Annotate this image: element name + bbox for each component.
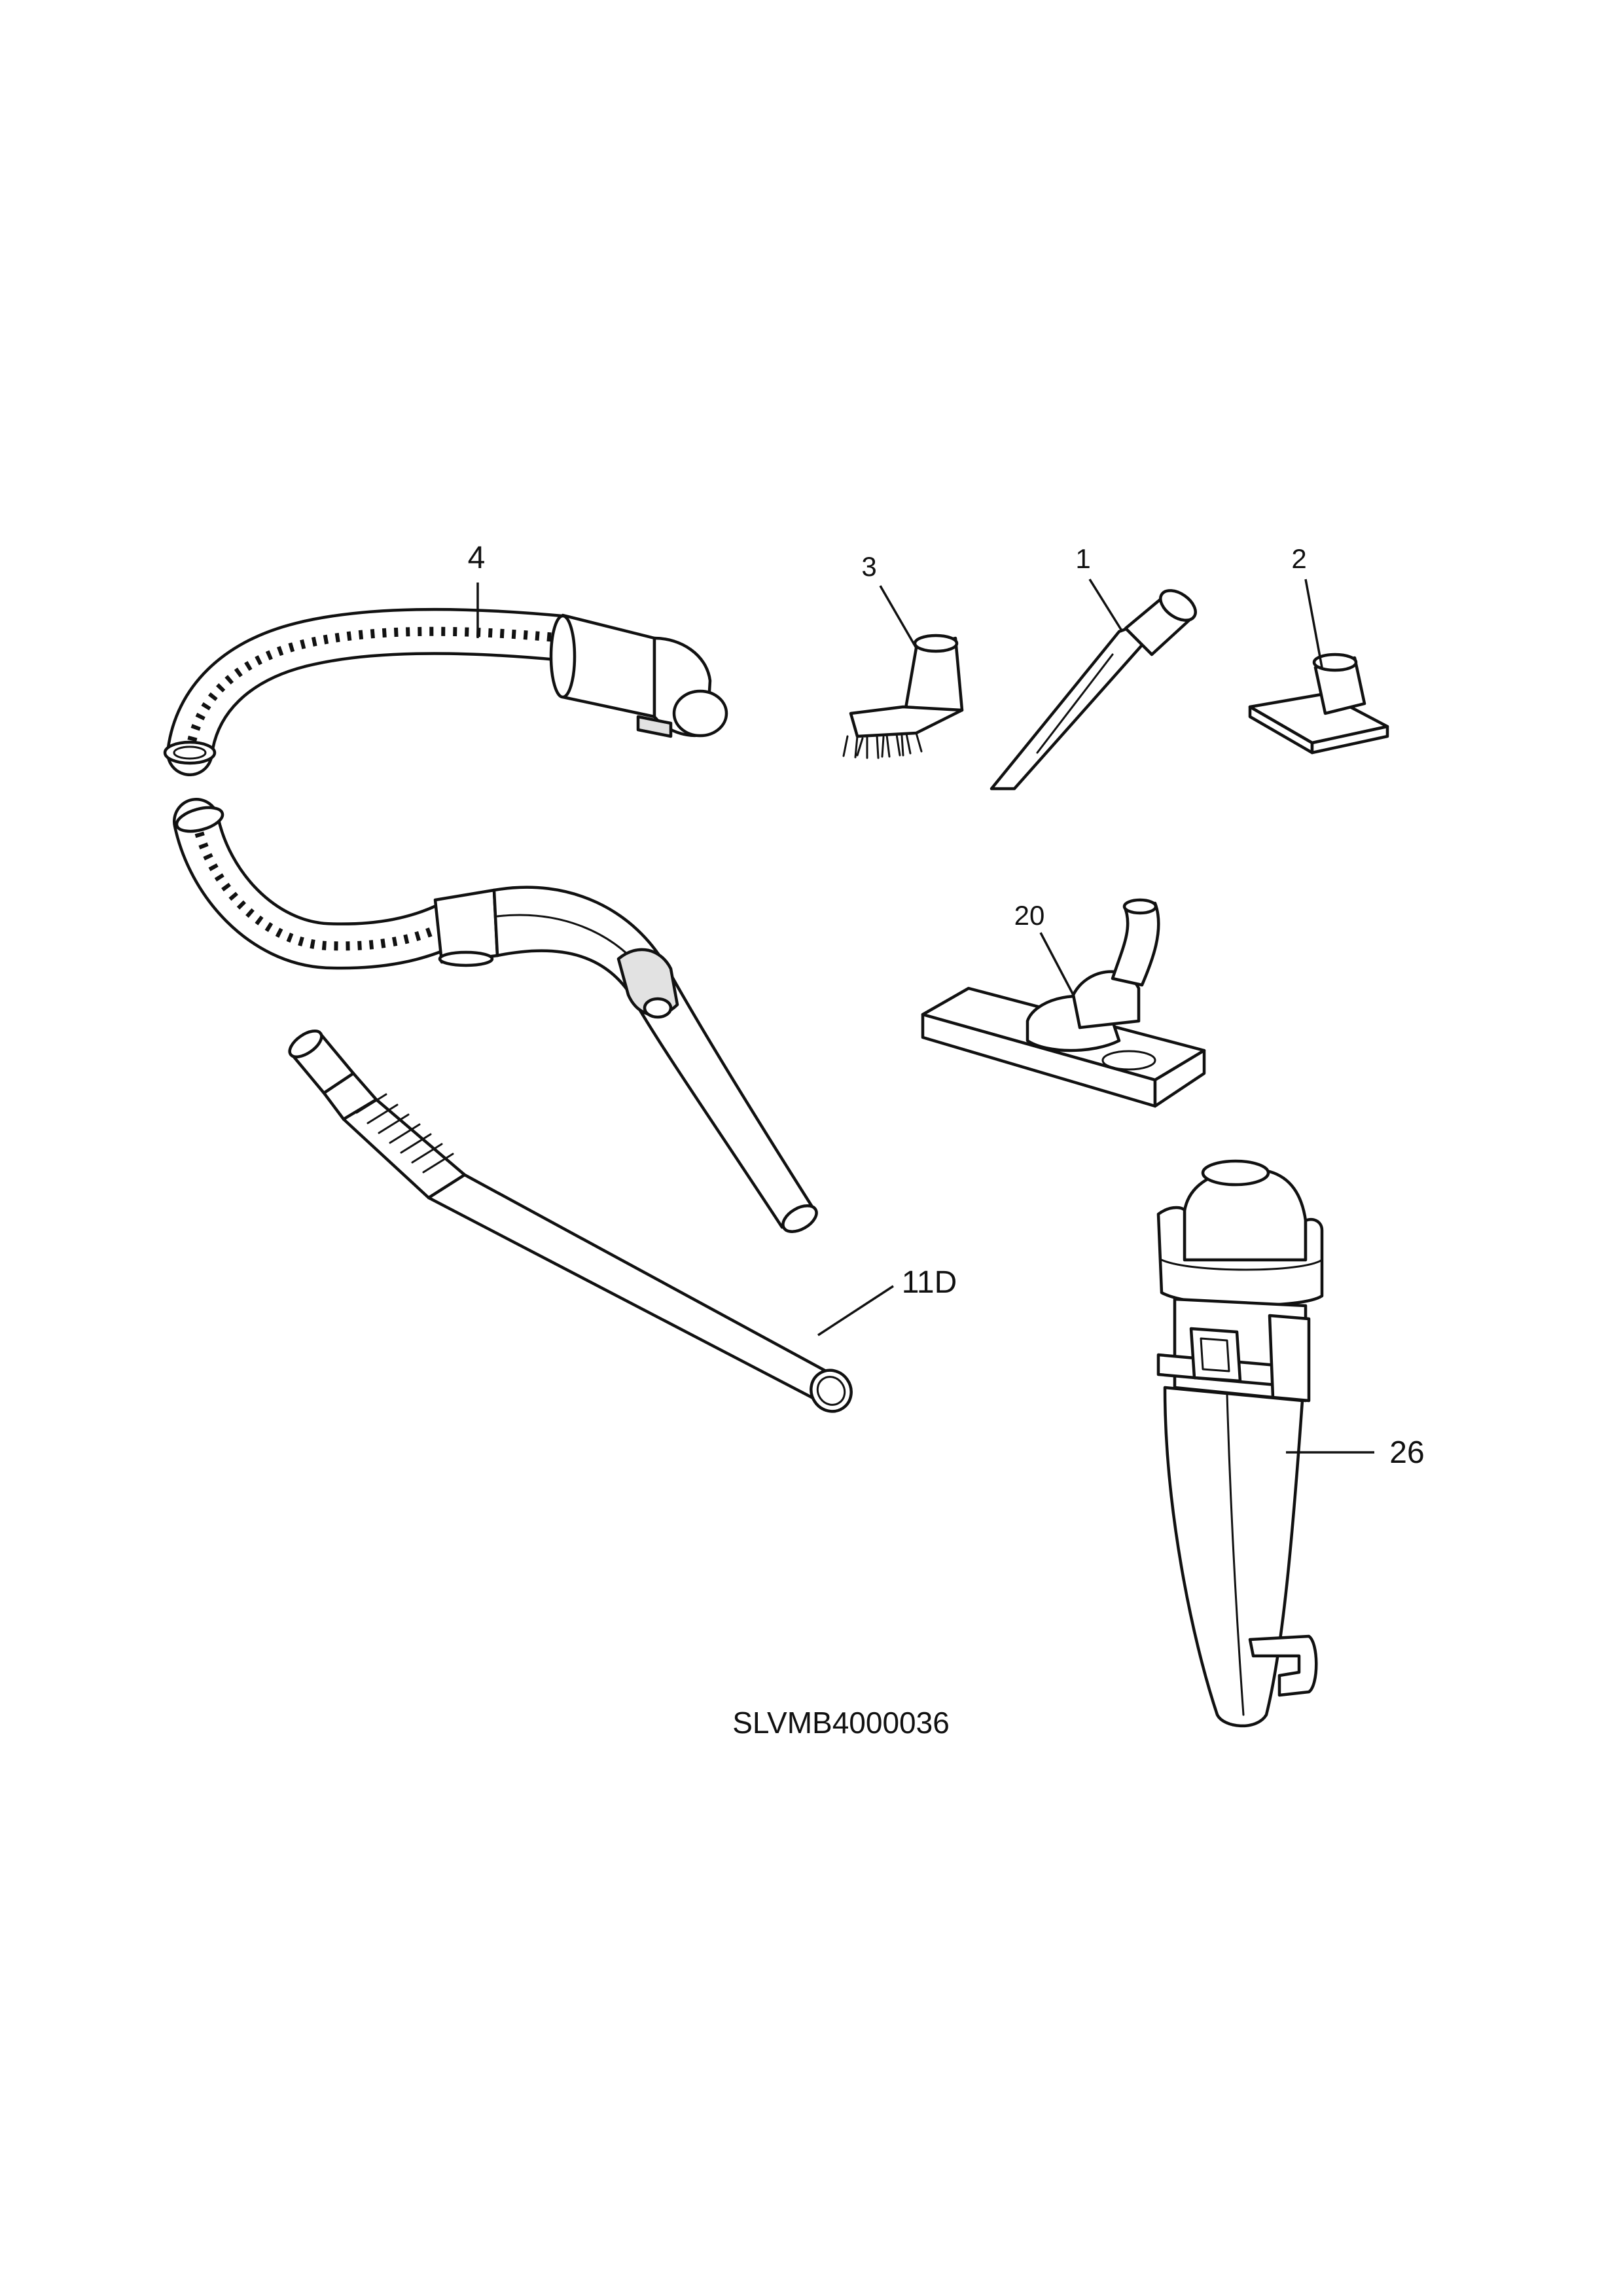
leader-part-20 — [1039, 932, 1075, 996]
floor-nozzle-part — [921, 898, 1206, 1108]
crevice-tool-part — [990, 589, 1197, 791]
label-part-3: 3 — [861, 551, 876, 582]
label-part-11D: 11D — [902, 1265, 957, 1300]
hose-lower-part — [173, 798, 818, 1233]
label-part-2: 2 — [1291, 543, 1306, 574]
telescopic-tube-part — [288, 1030, 853, 1413]
dusting-brush-part — [842, 634, 964, 759]
label-part-4: 4 — [468, 541, 486, 575]
label-part-1: 1 — [1075, 543, 1090, 574]
leader-part-3 — [879, 585, 918, 649]
hose-upper-part — [163, 607, 728, 776]
leader-part-11D — [817, 1285, 894, 1336]
leader-part-1 — [1088, 579, 1124, 632]
upholstery-nozzle-part — [1248, 653, 1389, 755]
diagram-code: SLVMB4000036 — [732, 1706, 950, 1740]
label-part-20: 20 — [1014, 900, 1045, 931]
accessory-holder-part — [1156, 1159, 1324, 1728]
label-part-26: 26 — [1389, 1435, 1424, 1470]
leader-part-2 — [1304, 579, 1323, 668]
